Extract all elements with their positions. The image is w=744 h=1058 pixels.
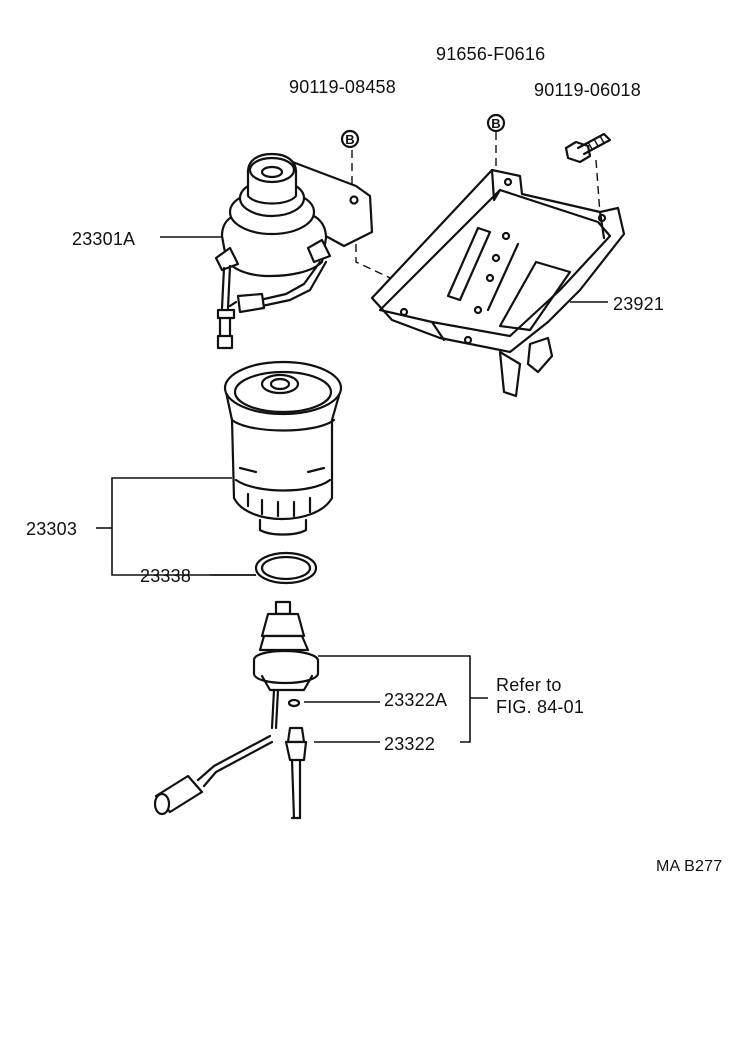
part-number-label: 23338: [140, 566, 192, 586]
refer-note-line2: FIG. 84-01: [496, 697, 585, 717]
part-number-label: 23921: [613, 294, 665, 314]
part-number-label: 23322: [384, 734, 436, 754]
part-number-label: 23303: [26, 519, 78, 539]
diagram-code: MA B277: [656, 858, 723, 875]
part-number-label: 90119-06018: [534, 80, 641, 100]
part-number-label: 91656-F0616: [436, 44, 546, 64]
sensor-assembly: [153, 600, 320, 820]
leader-lines: [96, 236, 608, 743]
bolt-90119-06018: [564, 132, 612, 164]
filter-element-23303: [223, 360, 343, 536]
filter-head-23301A: [214, 152, 374, 350]
refer-note-line1: Refer to: [496, 675, 562, 695]
badge-b-left: B: [340, 129, 360, 149]
badge-b-right: B: [486, 113, 506, 133]
svg-text:B: B: [491, 116, 500, 131]
part-number-label: 23301A: [72, 229, 136, 249]
svg-text:B: B: [345, 132, 354, 147]
part-number-label: 23322A: [384, 690, 448, 710]
part-number-label: 90119-08458: [289, 77, 396, 97]
bracket-23921: [370, 168, 626, 398]
o-ring-23338: [254, 551, 318, 585]
